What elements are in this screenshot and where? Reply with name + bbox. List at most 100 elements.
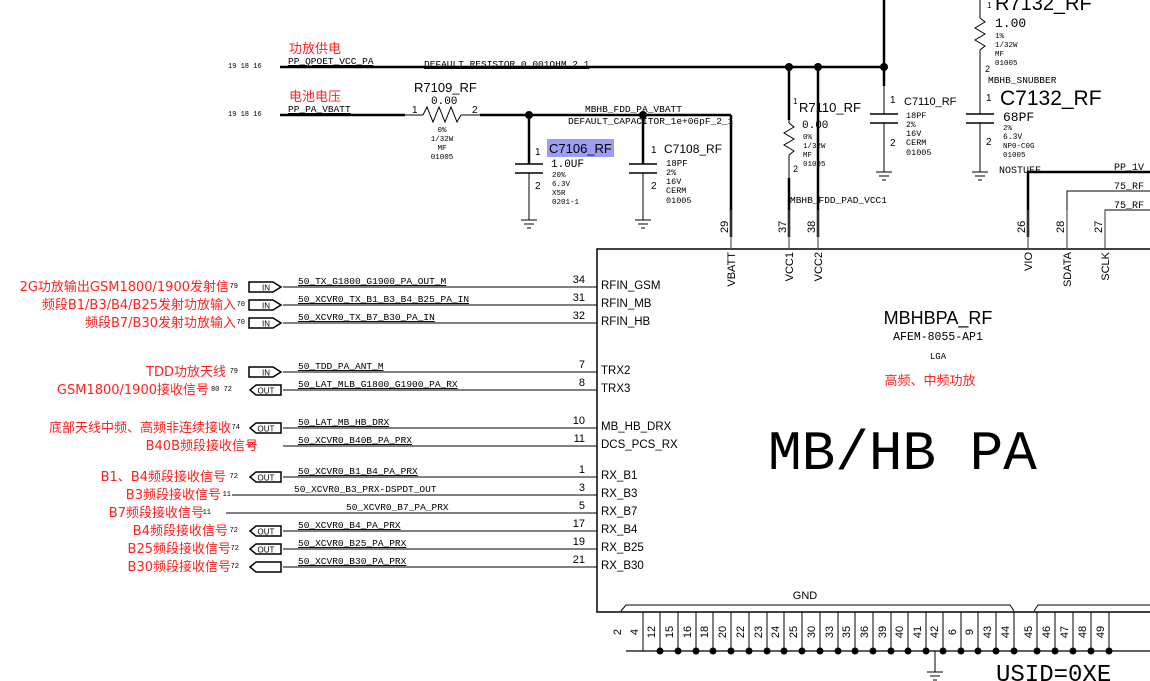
capacitor-c7106[interactable]: 1 2 C7106_RF 1.0UF 20% 6.3V X5R 0201-1 [515,115,614,229]
gnd-pin[interactable]: 15 [664,612,682,655]
signal-annotation: B25频段接收信号 [128,541,231,557]
capacitor-c7110[interactable]: 1 2 C7110_RF 18PF 2% 16V CERM 01005 [870,67,957,181]
gnd-pin[interactable]: 4 [629,612,644,651]
control-nets[interactable]: PP_1V 75_RF 75_RF [1026,163,1150,237]
gnd-pin[interactable]: 48 [1077,612,1095,655]
resistor-r7110[interactable]: 1 2 R7110_RF 0.00 0% 1/32W MF 01005 MBHB… [783,67,887,237]
port-label: IN [262,320,270,329]
port-in-connector[interactable]: IN [248,366,283,378]
pin-number: 28 [1055,221,1067,233]
port-label: IN [262,284,270,293]
port-out-connector[interactable]: OUT [248,384,282,396]
pin-name: RX_B1 [601,470,637,482]
gnd-pin[interactable]: 35 [841,612,859,655]
spec: 6.3V [1003,133,1022,142]
chip-annotation: 高频、中频功放 [884,373,975,389]
gnd-pin[interactable]: 6 [947,612,965,655]
gnd-pin[interactable]: 33 [824,612,842,655]
capacitor-c7108[interactable]: 1 2 C7108_RF 18PF 2% 16V CERM 01005 [629,115,722,229]
spec: 0201-1 [552,199,580,207]
gnd-pin[interactable]: 41 [912,612,930,655]
port-bidir-connector[interactable] [248,561,282,573]
net-property: DEFAULT_RESISTOR_0.001OHM_2_1 [424,59,590,70]
gnd-pin[interactable]: 25 [788,612,806,655]
gnd-pin[interactable]: 24 [770,612,788,655]
annotation-battery-voltage: 电池电压 [289,90,341,105]
net-mbhb-fdd-pa-vbatt[interactable]: MBHB_FDD_PA_VBATT DEFAULT_CAPACITOR_1e+0… [480,104,734,237]
port-in-connector[interactable]: IN [248,281,283,293]
component-value: 18PF [906,111,926,121]
gnd-pin[interactable]: 43 [982,612,1000,655]
gnd-pin[interactable]: 9 [964,612,982,655]
gnd-label: GND [793,590,818,602]
gnd-pin[interactable]: 40 [894,612,912,655]
net-pp-qpoet-vcc-pa[interactable]: 功放供电 19 18 16 PP_QPOET_VCC_PA DEFAULT_RE… [228,0,888,71]
gnd-pin[interactable]: 45 [1023,612,1041,655]
port-out-connector[interactable]: OUT [248,471,282,483]
port-out-connector[interactable]: OUT [248,422,282,434]
gnd-pin[interactable]: 49 [1095,612,1113,655]
resistor-r7132[interactable]: 1 R7132_RF 1.00 1% 1/32W MF 01005 2 MBHB… [974,0,1092,114]
spec: NP0-C0G [1003,143,1035,151]
gnd-pin[interactable]: 30 [806,612,824,655]
chip-mbhbpa-rf[interactable]: MBHBPA_RF AFEM-8055-AP1 LGA 高频、中频功放 MB/H… [596,248,1150,681]
gnd-pin[interactable]: 23 [753,612,771,655]
port-in-connector[interactable]: IN [248,299,283,311]
pin-number: 1 [986,93,992,104]
port-in-connector[interactable]: IN [248,317,283,329]
gnd-pin[interactable]: 36 [859,612,877,655]
gnd-pin[interactable]: 20 [717,612,735,655]
resistor-symbol [422,105,462,124]
signal-annotation: B1、B4频段接收信号 [101,469,226,485]
net-label: MBHB_FDD_PAD_VCC1 [790,195,887,206]
pin-number: 41 [912,626,924,638]
gnd-pin[interactable]: 16 [682,612,700,655]
ref-designator: R7132_RF [995,0,1092,15]
pin-number: 45 [1023,626,1035,638]
gnd-pin[interactable]: 46 [1041,612,1059,655]
nostuff-flag: NOSTUFF [999,166,1041,177]
port-out-connector[interactable]: OUT [248,543,282,555]
net-label: 50_XCVR0_B25_PA_PRX [298,538,407,549]
gnd-pin[interactable]: 2 [612,629,624,635]
gnd-pin[interactable]: 47 [1059,612,1077,655]
gnd-pin[interactable]: 42 [929,612,947,655]
gnd-pin[interactable]: 39 [877,612,895,655]
gnd-pin[interactable]: 18 [699,612,717,655]
gnd-pin[interactable]: 22 [735,612,753,655]
net-label: MBHB_FDD_PA_VBATT [585,104,682,115]
port-out-connector[interactable]: OUT [248,525,282,537]
sheet-ref: 11 [223,491,231,499]
net-label: PP_PA_VBATT [288,104,351,115]
resistor-r7109[interactable]: R7109_RF 0.00 1 2 0% 1/32W MF 01005 [405,80,480,162]
gnd-pin[interactable]: 44 [1000,612,1018,655]
sheet-ref: 74 [232,424,240,432]
pin-number: 1 [579,464,585,476]
spec: 01005 [666,196,692,206]
net-pp-pa-vbatt[interactable]: 电池电压 19 18 16 PP_PA_VBATT [228,90,405,119]
capacitor-c7132[interactable]: 1 2 C7132_RF 68PF 2% 6.3V NP0-C0G 01005 … [966,87,1102,181]
gnd-pin[interactable]: 12 [646,612,664,655]
pin-number: 22 [735,626,747,638]
